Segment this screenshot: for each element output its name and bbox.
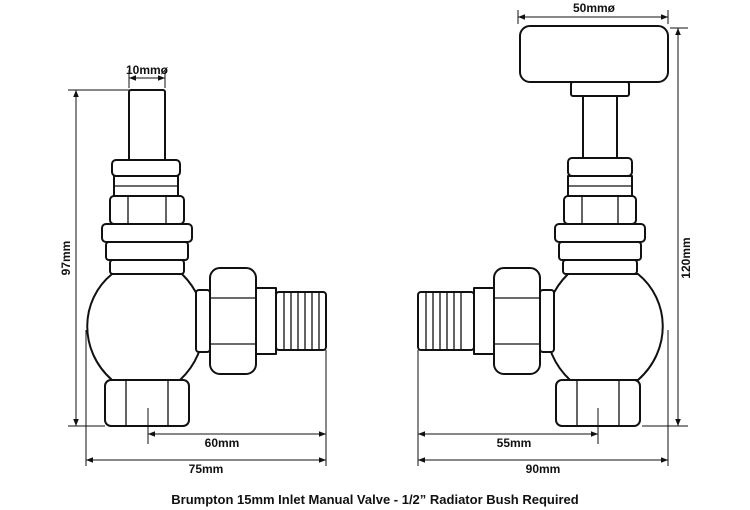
left-union-nut: [209, 267, 257, 375]
right-spindle: [582, 95, 618, 159]
left-spindle-label: 10mmø: [126, 63, 169, 77]
left-inner-width-label: 60mm: [205, 436, 240, 450]
left-collar: [101, 223, 193, 243]
left-spindle: [128, 89, 166, 163]
right-gland-top: [567, 157, 633, 177]
right-threaded-tail: [417, 291, 475, 351]
left-dimensions: 10mmø 97mm 60mm 75mm: [59, 63, 327, 476]
right-height-label: 120mm: [679, 237, 693, 278]
right-handle-boss: [570, 81, 630, 97]
right-union-nut: [493, 267, 541, 375]
left-valve-body: [86, 273, 205, 381]
right-handle: [519, 25, 669, 83]
left-valve: [86, 89, 327, 427]
right-handle-label: 50mmø: [573, 1, 616, 15]
right-valve-body: [545, 273, 664, 381]
left-height-label: 97mm: [59, 241, 73, 276]
right-collar: [554, 223, 646, 243]
right-tail-collar: [473, 287, 495, 355]
left-gland-top: [111, 159, 181, 177]
left-tail-collar: [255, 287, 277, 355]
right-inner-width-label: 55mm: [497, 436, 532, 450]
left-threaded-tail: [275, 291, 327, 351]
right-valve: [417, 25, 669, 427]
right-dimensions: 50mmø 120mm 55mm 90mm: [417, 1, 693, 476]
diagram-caption: Brumpton 15mm Inlet Manual Valve - 1/2” …: [171, 492, 578, 507]
left-bonnet: [109, 195, 185, 225]
right-overall-width-label: 90mm: [526, 462, 561, 476]
right-bonnet: [563, 195, 637, 225]
left-bottom-nut: [104, 379, 190, 427]
left-overall-width-label: 75mm: [189, 462, 224, 476]
